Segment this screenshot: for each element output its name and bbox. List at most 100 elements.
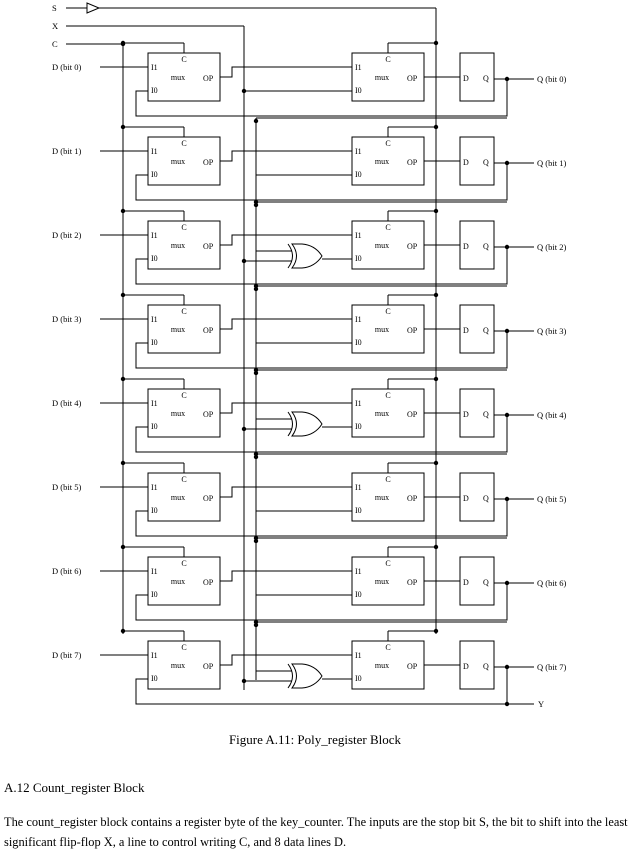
ff-d-label: D — [463, 74, 469, 83]
junction-dot — [253, 286, 259, 292]
mux-i1-label: I1 — [355, 315, 362, 324]
ff-d-label: D — [463, 662, 469, 671]
ff-d-label: D — [463, 410, 469, 419]
load-mux — [147, 220, 221, 270]
xor-gate — [287, 411, 323, 437]
mux-i0-label: I0 — [151, 170, 158, 179]
d-input-label: D (bit 3) — [52, 314, 81, 324]
q-output-label: Q (bit 3) — [537, 326, 566, 336]
load-mux — [147, 556, 221, 606]
junction-dot — [433, 460, 439, 466]
junction-dot — [504, 76, 510, 82]
junction-dot — [241, 678, 247, 684]
xor-gate — [287, 243, 323, 269]
mux-op-label: OP — [203, 662, 214, 671]
mux-i1-label: I1 — [355, 483, 362, 492]
mux1-out-wire — [220, 570, 352, 582]
load-mux — [147, 304, 221, 354]
ff-d-label: D — [463, 494, 469, 503]
mux-c-label: C — [385, 139, 390, 148]
ff-d-label: D — [463, 158, 469, 167]
q-output-label: Q (bit 2) — [537, 242, 566, 252]
junction-dot — [433, 628, 439, 634]
d-input-label: D (bit 6) — [52, 566, 81, 576]
mux-op-label: OP — [203, 410, 214, 419]
mux-op-label: OP — [203, 494, 214, 503]
mux1-out-wire — [220, 402, 352, 414]
mux1-out-wire — [220, 66, 352, 78]
mux-i0-label: I0 — [355, 590, 362, 599]
mux-i0-label: I0 — [355, 254, 362, 263]
shift-in-wire — [255, 121, 352, 176]
mux-i0-label: I0 — [355, 506, 362, 515]
mux-i1-label: I1 — [355, 567, 362, 576]
mux-name-label: mux — [375, 73, 389, 82]
mux-c-label: C — [385, 643, 390, 652]
mux-name-label: mux — [375, 241, 389, 250]
y-output-label: Y — [538, 699, 544, 709]
x-input-label: X — [52, 21, 58, 31]
junction-dot — [253, 622, 259, 628]
d-input-label: D (bit 1) — [52, 146, 81, 156]
q-output-label: Q (bit 5) — [537, 494, 566, 504]
mux-i0-label: I0 — [151, 422, 158, 431]
flip-flop — [459, 304, 495, 354]
mux-name-label: mux — [171, 241, 185, 250]
mux-i1-label: I1 — [151, 567, 158, 576]
q-feedback-wire — [135, 79, 508, 117]
section-heading: A.12 Count_register Block — [4, 780, 145, 795]
mux-i1-label: I1 — [151, 399, 158, 408]
junction-dot — [433, 124, 439, 130]
junction-dot — [120, 292, 126, 298]
shift-in-wire — [255, 457, 352, 512]
mux-op-label: OP — [407, 410, 418, 419]
s-input-label: S — [52, 3, 57, 13]
junction-dot — [253, 370, 259, 376]
xor-in-a — [255, 373, 292, 420]
junction-dot — [504, 160, 510, 166]
junction-dot — [504, 580, 510, 586]
mux-op-label: OP — [407, 662, 418, 671]
mux-name-label: mux — [171, 325, 185, 334]
shift-mux — [351, 136, 425, 186]
mux-name-label: mux — [375, 661, 389, 670]
junction-dot — [433, 544, 439, 550]
wires — [66, 7, 534, 705]
mux-name-label: mux — [375, 157, 389, 166]
mux-i1-label: I1 — [151, 231, 158, 240]
shift-in-wire — [255, 289, 352, 344]
mux-i0-label: I0 — [151, 590, 158, 599]
junction-dot — [504, 664, 510, 670]
junction-dot — [433, 40, 439, 46]
mux-name-label: mux — [171, 577, 185, 586]
shift-in-wire — [255, 541, 352, 596]
section-paragraph: The count_register block contains a regi… — [4, 815, 628, 849]
junction-dot — [120, 124, 126, 130]
q-output-label: Q (bit 0) — [537, 74, 566, 84]
q-output-label: Q (bit 7) — [537, 662, 566, 672]
q-output-label: Q (bit 4) — [537, 410, 566, 420]
c-input-label: C — [52, 39, 58, 49]
mux-i0-label: I0 — [355, 170, 362, 179]
d-input-label: D (bit 7) — [52, 650, 81, 660]
junction-dot — [433, 292, 439, 298]
ff-d-label: D — [463, 326, 469, 335]
mux-i0-label: I0 — [355, 422, 362, 431]
ff-q-label: Q — [483, 326, 489, 335]
mux-op-label: OP — [407, 326, 418, 335]
flip-flop — [459, 556, 495, 606]
mux-i0-label: I0 — [151, 674, 158, 683]
mux-i1-label: I1 — [355, 63, 362, 72]
ff-d-label: D — [463, 578, 469, 587]
mux-i0-label: I0 — [151, 86, 158, 95]
mux-c-label: C — [181, 223, 186, 232]
mux1-out-wire — [220, 150, 352, 162]
junction-dot — [120, 208, 126, 214]
load-mux — [147, 640, 221, 690]
mux-op-label: OP — [203, 158, 214, 167]
junction-dot — [504, 244, 510, 250]
ff-q-label: Q — [483, 242, 489, 251]
mux-op-label: OP — [203, 578, 214, 587]
load-mux — [147, 388, 221, 438]
